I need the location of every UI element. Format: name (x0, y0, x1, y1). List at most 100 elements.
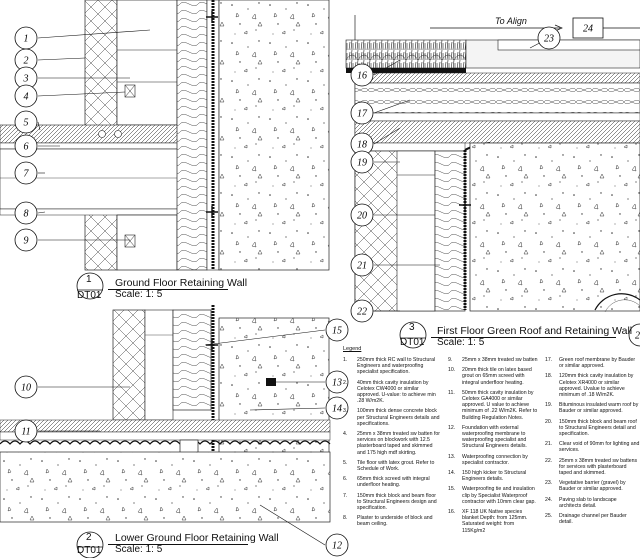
callout-label: 7 (24, 169, 30, 180)
legend-item-number: 8. (343, 515, 348, 522)
callout-label: 19 (357, 158, 367, 169)
callout-label: 5 (24, 118, 29, 129)
legend-item-number: 25. (545, 513, 553, 520)
legend-heading: Legend (343, 346, 362, 352)
legend-item: 19.Bituminous insulated warm roof by Bau… (545, 402, 640, 414)
callout-label: 13 (332, 378, 342, 389)
legend-item: 21. Clear void of 90mm for lighting and s… (545, 441, 640, 453)
legend-item-number: 24. (545, 496, 553, 503)
legend-item-text: Waterproofing connection by specialist c… (462, 453, 528, 466)
drainage-channel-arc (594, 293, 640, 311)
legend-item-number: 16. (448, 509, 456, 516)
legend-item-number: 9. (448, 357, 453, 363)
legend-item-text: 250mm thick RC wall to Structural Engine… (357, 357, 436, 376)
to-align-arrow (430, 24, 563, 32)
legend-item-number: 23. (545, 480, 553, 487)
detail-2-sheet: DT01 (77, 545, 102, 556)
legend-item-number: 10. (448, 367, 456, 374)
detail-2-scale: Scale: 1: 5 (115, 544, 163, 555)
callout-label: 3 (23, 74, 29, 85)
detail-3-drawing (345, 15, 640, 313)
legend-item: 16.XF 118 UK Native species blanket Dept… (448, 509, 538, 534)
legend-item: 9. 25mm x 38mm treated sw batten (448, 357, 538, 363)
callout-label: 2 (24, 56, 29, 67)
callout-12: 12 (325, 533, 349, 557)
detail-2-number: 2 (86, 532, 92, 543)
callout-15: 15 (325, 318, 349, 342)
callout-9: 9 (14, 228, 38, 252)
legend-item-number: 1. (343, 357, 348, 363)
legend-item-text: 25mm x 38mm treated sw battens for servi… (559, 457, 638, 477)
legend-item: 5.Tile floor with latex grout. Refer to … (343, 460, 441, 472)
legend-item: 24.Paving slab to landscape architects d… (545, 497, 640, 509)
callout-17: 17 (350, 101, 374, 125)
detail-3-title: First Floor Green Roof and Retaining Wal… (437, 325, 633, 337)
callout-label: 16 (357, 71, 367, 82)
legend-item-number: 11. (448, 389, 455, 396)
legend-item-text: 20mm thick tile on latex based grout on … (462, 367, 532, 386)
legend-item-number: 22. (545, 457, 553, 464)
legend-item-text: Plaster to underside of block and beam c… (357, 515, 433, 528)
legend-item: 15.Waterproofing tie and insulation clip… (448, 486, 538, 505)
detail-2-tag (76, 531, 104, 558)
callout-14: 14 (325, 396, 349, 420)
detail-3-number: 3 (409, 322, 415, 333)
callout-label: 20 (357, 211, 367, 222)
callout-7: 7 (14, 161, 38, 185)
legend-item: 10. 20mm thick tile on latex based grout … (448, 367, 538, 386)
callout-label: 4 (24, 92, 29, 103)
detail-3-tag (399, 321, 427, 349)
legend-item: 7.150mm thick block and beam floor to St… (343, 493, 441, 512)
callout-20: 20 (350, 203, 374, 227)
legend-item-text: 25mm x 38mm treated sw batten (462, 357, 538, 363)
legend-item: 12.Foundation with external waterproofin… (448, 425, 538, 450)
legend-item-number: 12. (448, 424, 456, 431)
detail-1-drawing (0, 0, 330, 271)
legend-item-text: Clear void of 90mm for lighting and serv… (559, 441, 640, 454)
callout-16: 16 (350, 63, 374, 87)
legend-item-number: 18. (545, 373, 553, 380)
callout-label: 23 (544, 34, 554, 45)
detail-1-title: Ground Floor Retaining Wall (115, 277, 248, 289)
callout-label: 10 (21, 383, 31, 394)
detail-2-title: Lower Ground Floor Retaining Wall (115, 532, 279, 544)
legend-item-number: 2. (343, 379, 348, 386)
detail-2-drawing (0, 305, 331, 523)
callout-label: 8 (24, 209, 29, 220)
callout-label: 21 (357, 261, 367, 272)
legend-item-text: Vegetative barrier (gravel) by Bauder or… (559, 480, 626, 493)
legend-item-text: 150mm thick block and beam roof to Struc… (559, 418, 637, 438)
callout-label: 6 (24, 142, 29, 153)
legend-item: 4.25mm x 38mm treated sw batten for serv… (343, 431, 441, 456)
detail-3-scale: Scale: 1: 5 (437, 337, 485, 348)
callout-21: 21 (350, 253, 374, 277)
legend-item: 2. 40mm thick cavity insulation by Celote… (343, 380, 441, 405)
legend-item: 17.Green roof membrane by Bauder or simi… (545, 357, 640, 369)
legend-column-2: 9. 25mm x 38mm treated sw batten 10. 20mm t… (448, 357, 538, 538)
legend-item-number: 7. (343, 492, 348, 499)
legend-item-number: 17. (545, 357, 553, 363)
legend-item-number: 20. (545, 418, 553, 425)
callout-3: 3 (14, 66, 38, 90)
to-align-label: To Align (495, 16, 527, 26)
legend-item-number: 5. (343, 459, 348, 466)
legend-item-text: 120mm thick cavity insulation by Celotex… (559, 373, 634, 399)
legend-item-text: 40mm thick cavity insulation by Celotex … (357, 379, 436, 405)
legend-item: 1. 250mm thick RC wall to Structural Engi… (343, 357, 441, 376)
legend-item: 25.Drainage channel per Bauder detail. (545, 513, 640, 525)
legend-item: 18. 120mm thick cavity insulation by Celo… (545, 373, 640, 398)
legend-item-text: 65mm thick screed with integral underflo… (357, 476, 430, 489)
callout-8: 8 (14, 201, 38, 225)
legend-item-number: 21. (545, 441, 553, 448)
callout-23: 23 (537, 26, 561, 50)
legend-column-3: 17.Green roof membrane by Bauder or simi… (545, 357, 640, 529)
callout-5: 5 (14, 110, 38, 134)
legend-item-number: 14. (448, 470, 456, 477)
callout-24: 24 (572, 17, 640, 39)
legend-item: 23. Vegetative barrier (gravel) by Bauder… (545, 480, 640, 492)
callout-19: 19 (350, 150, 374, 174)
callout-13: 13 (325, 370, 349, 394)
callout-11: 11 (14, 419, 38, 443)
legend-item-number: 3. (343, 408, 348, 415)
